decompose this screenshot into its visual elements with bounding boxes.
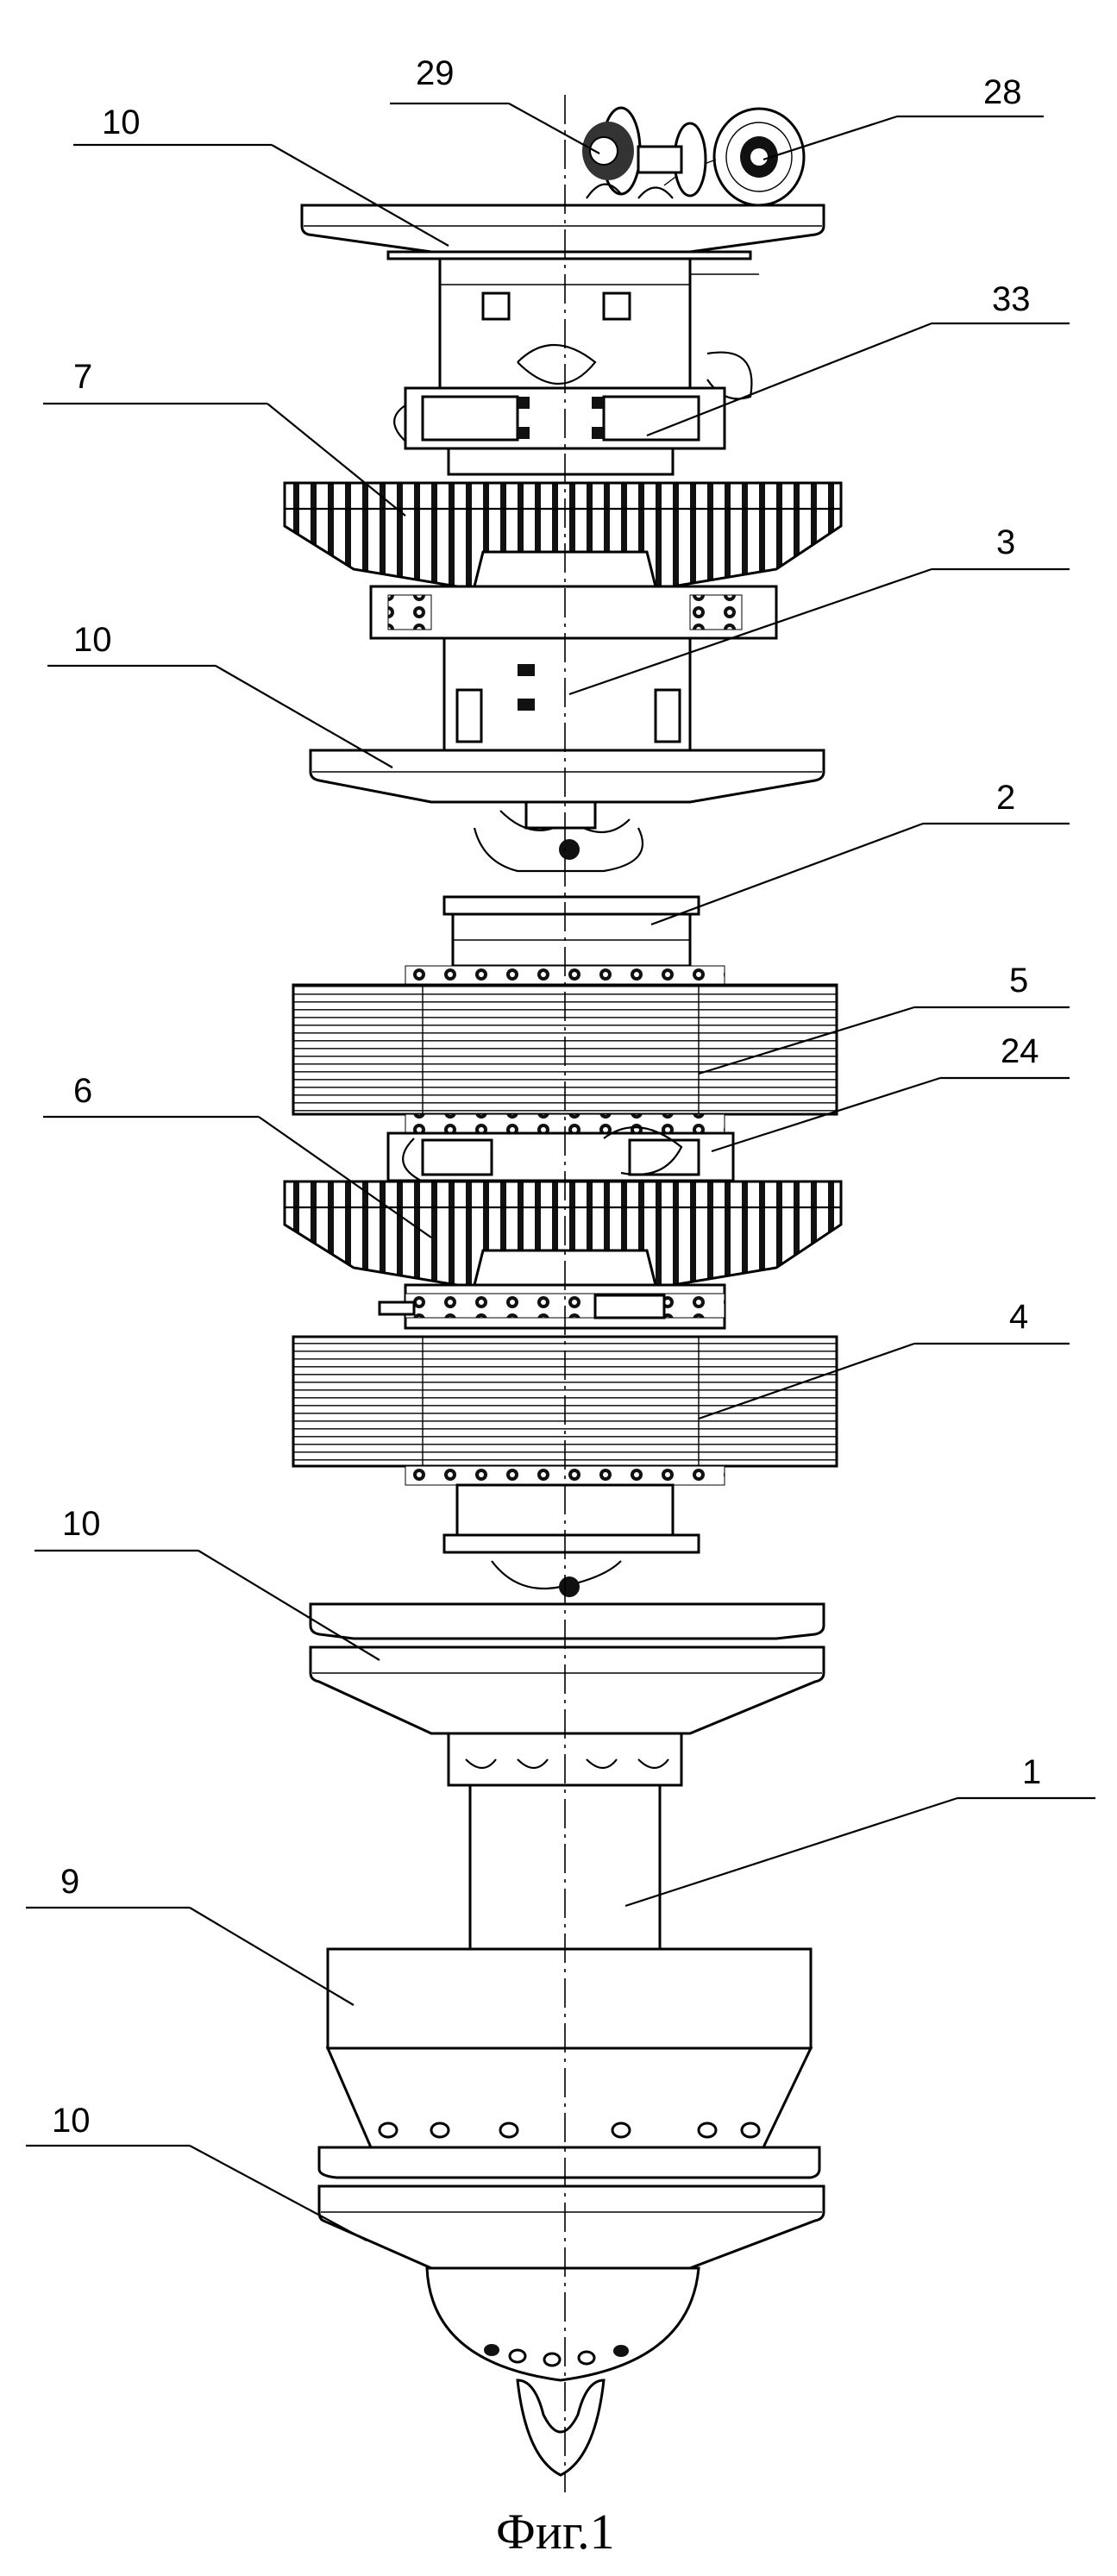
dome-tip [427, 2268, 699, 2475]
label-10-mid: 10 [73, 621, 112, 659]
figure-caption: Фиг.1 [496, 2504, 615, 2560]
plate-10-second [311, 750, 824, 802]
plate-10-third [311, 1604, 824, 1733]
label-6: 6 [73, 1072, 92, 1110]
label-10-top: 10 [102, 103, 141, 141]
label-1: 1 [1022, 1753, 1041, 1791]
connector-29 [582, 108, 706, 198]
label-2: 2 [996, 779, 1015, 817]
lower-ring-assembly [380, 1285, 725, 1328]
wiring-upper [474, 802, 643, 871]
label-3: 3 [996, 523, 1015, 561]
label-24: 24 [1001, 1032, 1039, 1070]
mid-assembly-3 [371, 586, 776, 750]
label-10-bottom: 10 [52, 2102, 91, 2140]
label-4: 4 [1009, 1298, 1028, 1336]
lower-flange [444, 1485, 699, 1597]
base-9 [328, 1949, 811, 2147]
label-33: 33 [992, 280, 1031, 318]
label-9: 9 [60, 1863, 79, 1901]
heatsink-6 [285, 1181, 841, 1285]
label-7: 7 [73, 358, 92, 396]
spacer-24 [388, 1127, 733, 1181]
label-10-lower: 10 [62, 1505, 101, 1543]
label-29: 29 [416, 54, 455, 92]
label-28: 28 [983, 73, 1022, 111]
label-5: 5 [1009, 962, 1028, 1000]
heatsink-7 [285, 483, 841, 586]
plate-10-bottom [319, 2147, 824, 2268]
